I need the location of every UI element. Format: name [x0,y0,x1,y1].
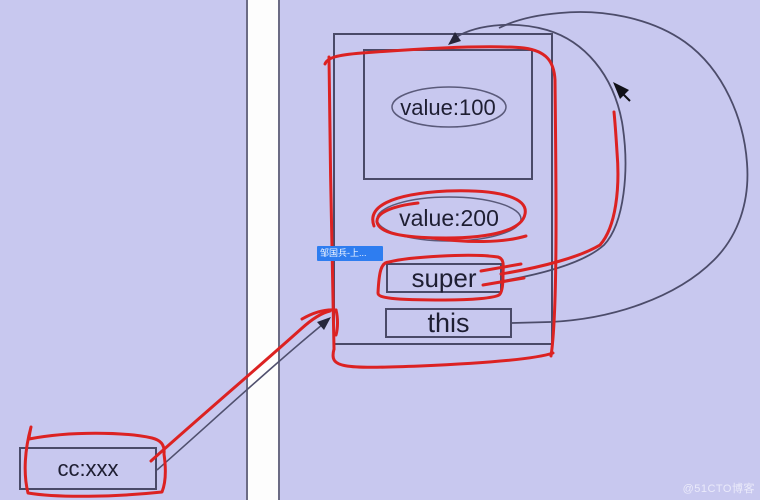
window-divider-stripe [246,0,280,500]
pen-cursor-icon [613,82,629,99]
red-arrow-cc-head-1 [300,308,338,321]
cc-to-object-line [156,319,329,471]
this-label: this [427,308,470,338]
cc-label: cc:xxx [57,456,119,481]
red-arrow-cc-line [149,309,332,463]
red-object-rect-bottom [331,347,555,369]
super-label: super [411,263,477,293]
cc-line-arrowhead-icon [317,317,331,330]
pen-cursor-tail [622,93,631,102]
annotator-name-tooltip: 邹国兵-上... [317,246,383,261]
value100-label: value:100 [400,95,496,120]
value200-label: value:200 [399,205,499,231]
watermark: @51CTO博客 [682,483,755,495]
